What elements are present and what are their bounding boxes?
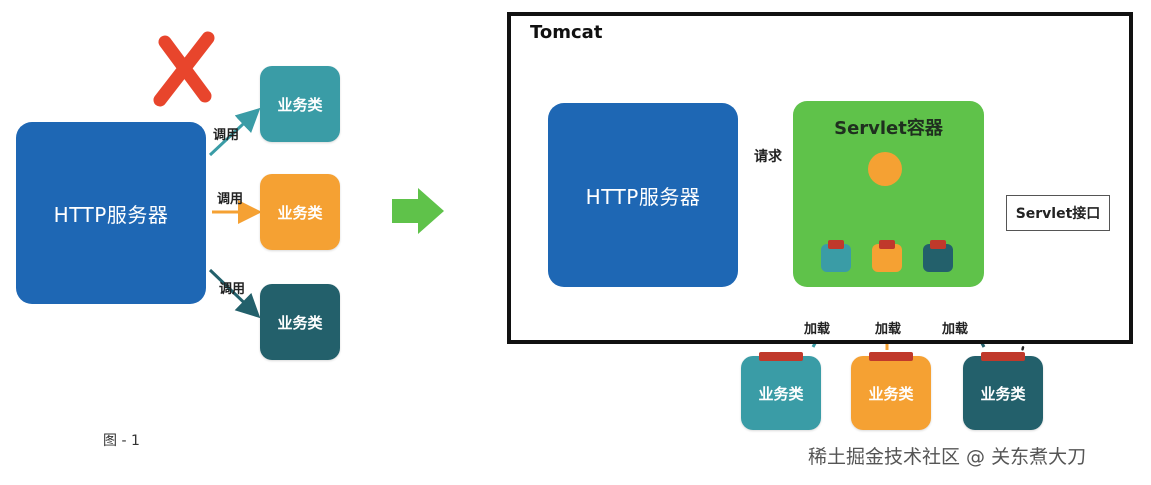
call-label-mid: 调用 — [217, 192, 244, 207]
biz-class-box-teal: 业务类 — [260, 66, 340, 142]
request-label: 请求 — [754, 149, 782, 165]
load-label-left: 加载 — [804, 322, 831, 337]
tomcat-label: Tomcat — [530, 22, 603, 43]
servlet-container-title: Servlet容器 — [834, 118, 943, 139]
call-arrow-top — [208, 107, 261, 157]
servlet-instance-tab — [879, 240, 895, 249]
call-label-top: 调用 — [213, 128, 240, 143]
cross-mark-icon — [153, 31, 215, 107]
http-server-box-right: HTTP服务器 — [548, 103, 738, 287]
servlet-interface-callout: Servlet接口 — [1006, 195, 1110, 231]
servlet-instance-tab — [828, 240, 844, 249]
biz-class-tab — [759, 352, 803, 361]
biz-class-tab — [869, 352, 913, 361]
call-label-bottom: 调用 — [219, 282, 246, 297]
http-server-box-left: HTTP服务器 — [16, 122, 206, 304]
biz-class-box-orange: 业务类 — [260, 174, 340, 250]
call-arrow-bottom — [208, 268, 261, 319]
biz-class-box-dark-right: 业务类 — [963, 356, 1043, 430]
servlet-instance-tab — [930, 240, 946, 249]
load-label-mid: 加载 — [875, 322, 902, 337]
biz-class-box-orange-right: 业务类 — [851, 356, 931, 430]
right-arrow-icon — [392, 188, 444, 234]
biz-class-tab — [981, 352, 1025, 361]
figure-caption: 图 - 1 — [103, 433, 140, 449]
load-label-right: 加载 — [942, 322, 969, 337]
biz-class-box-dark: 业务类 — [260, 284, 340, 360]
servlet-dispatcher-circle — [868, 152, 902, 186]
watermark-text: 稀土掘金技术社区 @ 关东煮大刀 — [808, 446, 1087, 468]
biz-class-box-teal-right: 业务类 — [741, 356, 821, 430]
